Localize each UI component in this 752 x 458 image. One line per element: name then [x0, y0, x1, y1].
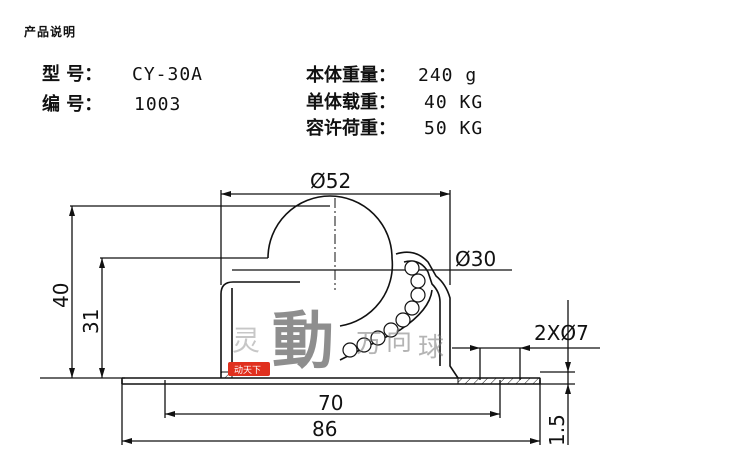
dim-label-1-5: 1.5	[545, 414, 569, 446]
allowed-load-label: 容许荷重：	[306, 118, 396, 139]
dim-label-70: 70	[318, 391, 343, 415]
support-balls	[342, 260, 426, 358]
dim-label-30: Ø30	[455, 247, 496, 271]
unit-weight-value: 240 g	[418, 65, 478, 86]
code-value: 1003	[134, 94, 182, 115]
steel-ball	[267, 195, 394, 327]
flange-section-hatch	[457, 377, 541, 385]
watermark-char: 動	[272, 304, 334, 377]
watermark-char: 万	[356, 329, 382, 359]
stamp-text: 动天下	[234, 365, 261, 376]
watermark-char: 球	[418, 333, 444, 363]
model-value: CY-30A	[132, 64, 204, 85]
dim-label-40: 40	[49, 283, 73, 308]
allowed-load-value: 50 KG	[424, 118, 484, 139]
red-stamp	[228, 362, 270, 376]
watermark-char: 灵	[232, 324, 260, 357]
unit-weight-label: 本体重量：	[306, 65, 396, 86]
watermark-char: 向	[386, 327, 412, 357]
shell-outline	[395, 251, 459, 379]
dim-label-holes: 2XØ7	[534, 321, 589, 345]
dim-label-31: 31	[79, 309, 103, 334]
page-heading: 产品说明	[24, 25, 77, 39]
dim-label-86: 86	[312, 417, 337, 441]
watermark: 灵 動 万 向 球	[232, 304, 444, 377]
single-load-value: 40 KG	[424, 92, 484, 113]
single-load-label: 单体载重：	[306, 92, 396, 113]
model-label: 型 号：	[42, 64, 103, 85]
body-outline	[220, 281, 300, 378]
code-label: 编 号：	[42, 94, 103, 115]
dim-label-52: Ø52	[310, 169, 351, 193]
